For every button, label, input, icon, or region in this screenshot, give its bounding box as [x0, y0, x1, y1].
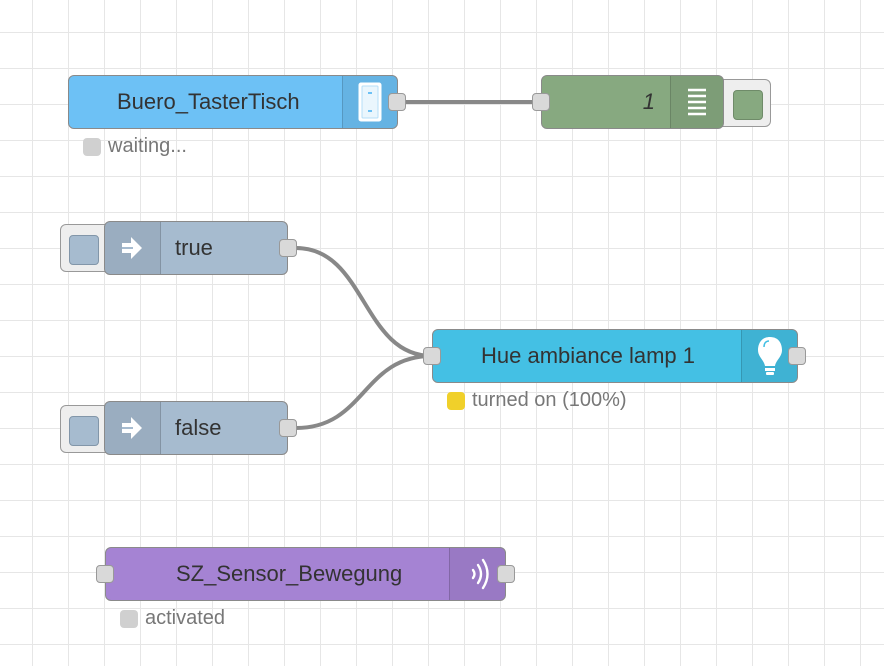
- status-dot: [120, 609, 138, 628]
- node-label: SZ_Sensor_Bewegung: [176, 561, 403, 586]
- bulb-icon: [741, 330, 797, 382]
- arrow-in-icon: [105, 222, 161, 274]
- motion-waves-icon: [449, 548, 505, 600]
- status-dot: [83, 137, 101, 156]
- node-sz-sensor-bewegung[interactable]: SZ_Sensor_Bewegung: [105, 547, 506, 601]
- node-debug[interactable]: 1: [541, 75, 724, 129]
- wire-false-to-hue[interactable]: [295, 354, 433, 430]
- status-hue-lamp: turned on (100%): [447, 389, 627, 412]
- status-text: waiting...: [108, 135, 187, 157]
- node-label: Buero_TasterTisch: [117, 89, 300, 114]
- output-port[interactable]: [279, 239, 297, 257]
- node-inject-true[interactable]: true: [104, 221, 288, 275]
- node-inject-false[interactable]: false: [104, 401, 288, 455]
- wire-true-to-hue[interactable]: [295, 246, 433, 358]
- input-port[interactable]: [532, 93, 550, 111]
- inject-button[interactable]: [69, 235, 99, 265]
- node-label: false: [175, 415, 222, 440]
- output-port[interactable]: [279, 419, 297, 437]
- output-port[interactable]: [497, 565, 515, 583]
- arrow-in-icon: [105, 402, 161, 454]
- output-port[interactable]: [788, 347, 806, 365]
- inject-button[interactable]: [69, 416, 99, 446]
- node-label: true: [175, 235, 213, 260]
- debug-list-icon: [670, 76, 723, 128]
- node-label: 1: [642, 89, 655, 114]
- node-label: Hue ambiance lamp 1: [481, 343, 696, 368]
- input-port[interactable]: [96, 565, 114, 583]
- node-hue-ambiance-lamp[interactable]: Hue ambiance lamp 1: [432, 329, 798, 383]
- debug-toggle-button[interactable]: [733, 90, 763, 120]
- status-dot: [447, 391, 465, 410]
- node-buero-tastertisch[interactable]: Buero_TasterTisch: [68, 75, 398, 129]
- status-buero: waiting...: [83, 135, 187, 158]
- switch-remote-icon: [342, 76, 397, 128]
- status-text: turned on (100%): [472, 389, 627, 411]
- status-text: activated: [145, 607, 226, 629]
- input-port[interactable]: [423, 347, 441, 365]
- output-port[interactable]: [388, 93, 406, 111]
- status-sensor: activated: [120, 607, 225, 630]
